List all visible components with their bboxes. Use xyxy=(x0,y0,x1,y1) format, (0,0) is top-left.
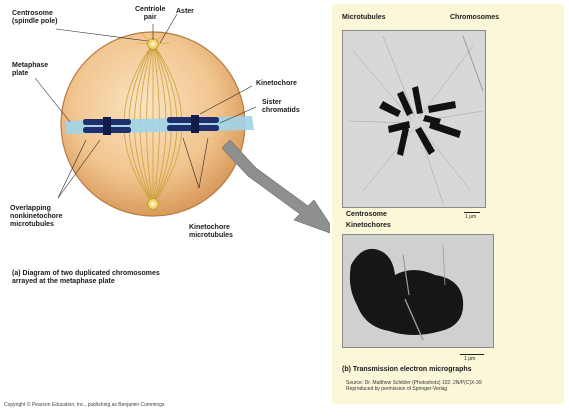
scale-label-top: 1 μm xyxy=(465,214,476,220)
spindle-diagram xyxy=(0,0,330,280)
scale-label-bottom: 1 μm xyxy=(464,356,475,362)
caption-a: (a) Diagram of two duplicated chromosome… xyxy=(12,270,160,286)
label-overlapping-microtubules: Overlapping nonkinetochore microtubules xyxy=(10,205,63,229)
label-chromosomes: Chromosomes xyxy=(450,14,499,22)
centrosome-top xyxy=(148,39,159,50)
micrograph-top xyxy=(342,30,486,208)
centrosome-bottom xyxy=(148,199,159,210)
label-kinetochores: Kinetochores xyxy=(346,222,391,230)
label-microtubules: Microtubules xyxy=(342,14,386,22)
label-metaphase-plate: Metaphase plate xyxy=(12,62,48,78)
label-centriole-pair: Centriole pair xyxy=(135,6,165,22)
micrograph-bottom xyxy=(342,234,494,348)
copyright-notice: Copyright © Pearson Education, Inc., pub… xyxy=(4,402,164,408)
micrograph-panel: Microtubules Chromosomes xyxy=(332,4,564,404)
label-aster: Aster xyxy=(176,8,194,16)
scale-bar-bottom xyxy=(460,354,484,355)
caption-b: (b) Transmission electron micrographs xyxy=(342,366,472,374)
label-sister-chromatids: Sister chromatids xyxy=(262,99,300,115)
label-kinetochore: Kinetochore xyxy=(256,80,297,88)
label-centrosome: Centrosome (spindle pole) xyxy=(12,10,58,26)
label-centrosome-em: Centrosome xyxy=(346,211,387,219)
micrograph-top-image xyxy=(343,31,485,207)
arrow-to-micrograph xyxy=(222,140,330,236)
credit-b: Source: Dr. Matthew Schibler (Photoshots… xyxy=(346,380,516,392)
scale-bar-top xyxy=(464,212,480,213)
label-kinetochore-microtubules: Kinetochore microtubules xyxy=(189,224,233,240)
micrograph-bottom-image xyxy=(343,235,493,347)
